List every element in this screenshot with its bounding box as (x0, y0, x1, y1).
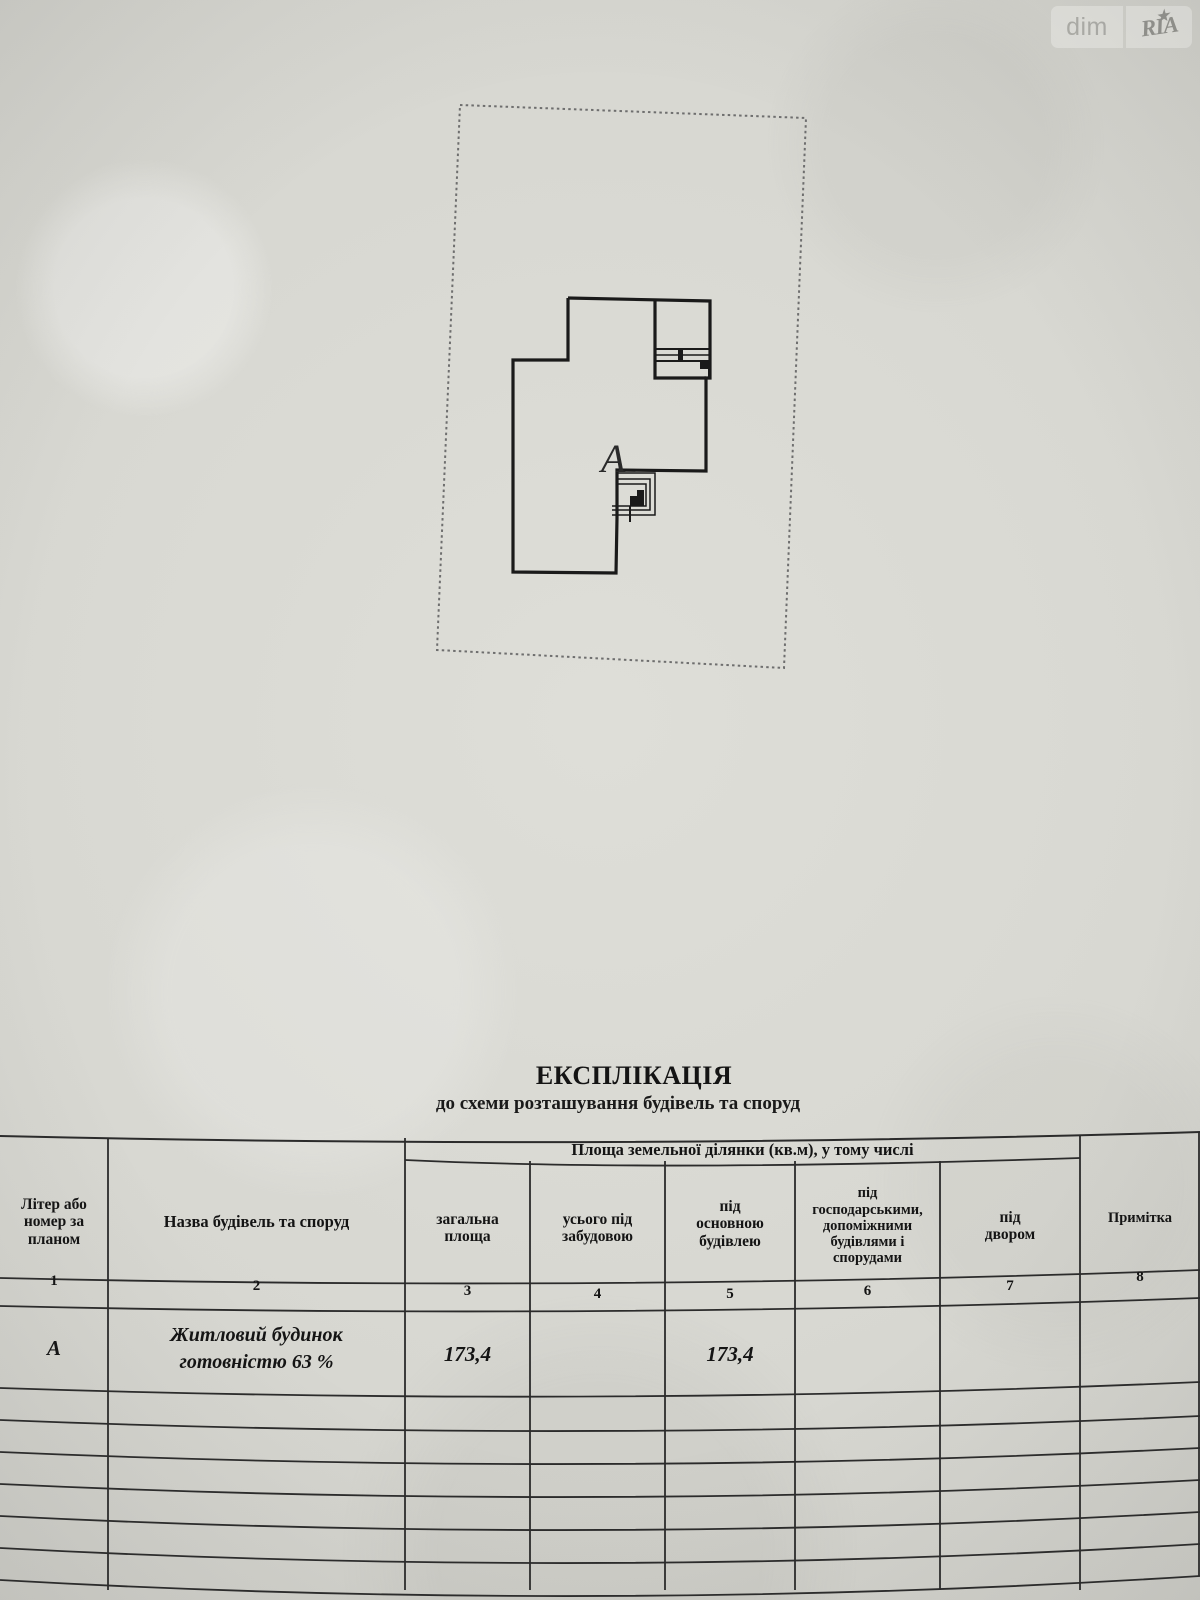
table-header-col-3: загальна площа (436, 1210, 499, 1245)
building-label-a: А (598, 436, 626, 481)
table-header-col-8: Примітка (1107, 1209, 1173, 1226)
building-footprint-a (511, 296, 712, 575)
table-colnum-2: 2 (252, 1277, 261, 1294)
explication-subtitle: до схеми розташування будівель та споруд (435, 1092, 801, 1114)
table-group-header: Площа земельної ділянки (кв.м), у тому ч… (571, 1139, 914, 1159)
watermark-ria-text: RIA (1139, 11, 1179, 42)
table-gridlines (0, 1131, 1200, 1597)
table-row-1-litera: А (46, 1336, 61, 1361)
table-colnum-3: 3 (463, 1282, 472, 1299)
table-row-1-under-main-building: 173,4 (706, 1342, 754, 1367)
site-plan-drawing: А (0, 60, 1200, 700)
table-row-1-note (1082, 1312, 1198, 1386)
table-colnum-7: 7 (1006, 1277, 1014, 1294)
stairs-detail-bottom (612, 472, 656, 522)
table-header-col-7: під двором (984, 1208, 1036, 1243)
watermark-dim-label: dim (1051, 6, 1123, 48)
explication-title: ЕКСПЛІКАЦІЯ (535, 1061, 733, 1090)
table-row-1-under-auxiliary (797, 1318, 938, 1392)
table-colnum-6: 6 (863, 1282, 872, 1299)
table-colnum-4: 4 (593, 1285, 602, 1302)
table-row-1-under-development (532, 1318, 663, 1392)
table-row-1-under-yard (942, 1318, 1078, 1392)
porch-detail-top (654, 348, 711, 378)
explication-heading-block: ЕКСПЛІКАЦІЯ до схеми розташування будіве… (0, 1061, 1200, 1115)
table-colnum-5: 5 (726, 1285, 734, 1302)
table-header-col-2: Назва будівель та споруд (163, 1211, 350, 1231)
table-row-1-total-area: 173,4 (443, 1342, 492, 1367)
table-header-col-4: усього під забудовою (562, 1210, 633, 1245)
table-header-col-5: під основною будівлею (696, 1197, 764, 1250)
table-colnum-8: 8 (1136, 1268, 1144, 1285)
table-header-col-6: під господарськими, допоміжними будівлям… (812, 1185, 923, 1267)
table-row-1-name: Житловий будинок готовністю 63 % (170, 1324, 343, 1373)
table-header-col-1: Літер або номер за планом (21, 1195, 87, 1248)
explication-table: Площа земельної ділянки (кв.м), у тому ч… (0, 1120, 1200, 1600)
parcel-boundary (435, 103, 808, 670)
table-colnum-1: 1 (50, 1272, 58, 1289)
dim-ria-watermark: dim ★ RIA (1051, 6, 1192, 48)
watermark-ria-label: ★ RIA (1126, 6, 1192, 48)
